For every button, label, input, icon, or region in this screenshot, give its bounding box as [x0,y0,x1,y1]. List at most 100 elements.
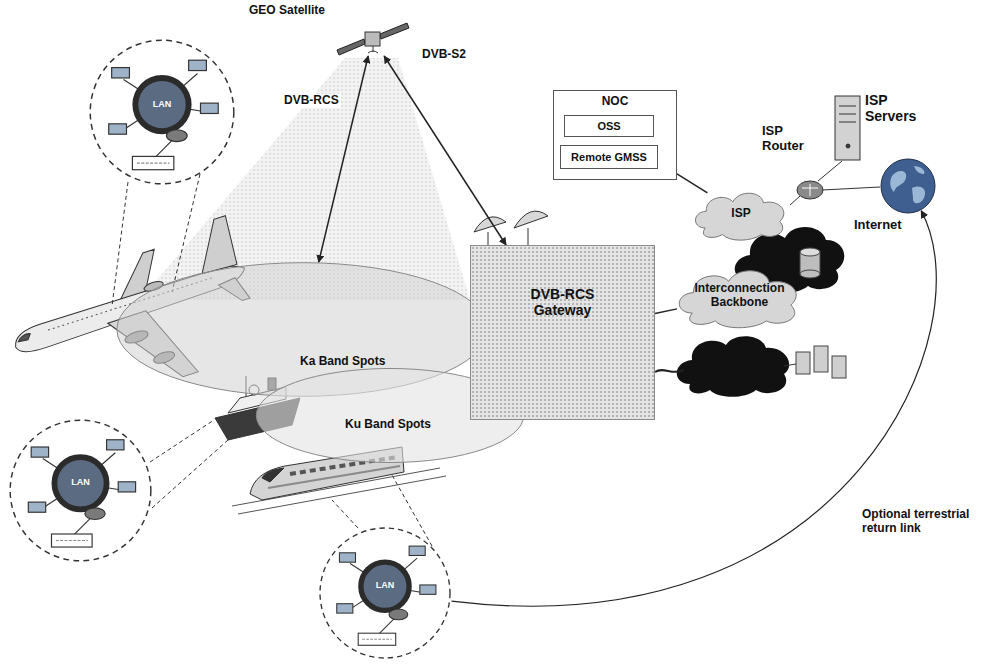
lan-circle-part-part [90,40,234,184]
lan-circle-part-part [350,558,425,636]
internet-globe: Internet [880,158,936,214]
server-icons-part [814,346,828,372]
satellite-node-part-part [337,39,365,55]
lan-circle-part-part [10,420,151,561]
satellite-node-part [335,20,410,56]
lan-circle-part-part [389,609,408,620]
oss-box: OSS [564,115,654,137]
isp-equipment-part [790,196,800,205]
lan-circle-part-part [132,156,173,169]
isp-cloud: ISP [690,186,792,242]
network-cloud [677,227,845,397]
lan-circle-part-part [166,130,187,142]
aircraft-part [187,216,240,276]
backhaul-link [655,370,684,372]
lan-circle-part-part [337,546,436,613]
isp-equipment-part [802,184,818,196]
connector [384,56,506,245]
node-text: GEO Satellite [249,4,325,18]
node-text: DVB-RCS Gateway [518,286,608,318]
node-text: OSS [597,120,620,133]
connector [452,211,937,606]
database-icon-part [800,248,820,256]
satellite-node-part-part [380,23,409,39]
isp-equipment-part [797,181,823,199]
noc-box: NOC OSS Remote GMSS [553,90,677,180]
lan-circle-part-part-part [109,124,127,134]
isp-equipment-part [822,187,880,190]
lan-circle-part-part-part [118,482,135,492]
lan-circle: LAN [318,526,452,660]
isp-cloud-part-part [695,193,783,240]
lan-circle: LAN [88,38,236,186]
lan-circle-part-part-part [420,585,436,594]
lan-circle-part [88,38,236,186]
leader-lines-part [150,420,214,462]
router-label: ISP Router [762,124,814,154]
lan-circle-part-part [124,74,207,160]
gateway-antennas-part [488,232,489,245]
connector [655,309,677,314]
lan-circle: LAN [8,418,153,563]
gateway-antennas [474,211,548,245]
backbone-cloud-part-part [679,271,796,328]
lan-circle-part-part-part [409,546,425,555]
lan-circle-part-part-part [107,440,124,450]
lan-circle-part-part-part [31,447,48,457]
isp-equipment-part [839,122,856,123]
server-icons-part [784,364,796,366]
lan-circle-part-part-part [112,68,130,78]
link-label: Optional terrestrial return link [860,508,992,536]
lan-circle-part-part [320,528,450,658]
leader-lines-part [332,500,358,528]
lan-circle-part-part [43,453,124,537]
connector [677,174,707,193]
server-label: ISP Servers [865,92,929,124]
backbone-cloud: Interconnection Backbone [672,262,807,330]
aircraft-part [17,333,32,343]
lan-circle-part [318,526,452,660]
link-label: DVB-S2 [420,48,468,62]
satellite-node: GEO Satellite [335,20,410,56]
lan-circle-part-part-part [200,103,218,113]
internet-globe-part-part [881,159,935,213]
node-text: NOC [554,95,676,109]
lan-circle-part-part [137,162,170,163]
isp-equipment-part [839,106,856,107]
server-icons-part [832,356,846,378]
lan-circle-part-part-part [189,60,207,70]
satellite-node-part-part [368,46,378,53]
satellite-node-part-part [365,32,380,46]
node-text: Internet [854,218,902,233]
isp-equipment-part [846,144,850,148]
link-label: DVB-RCS [282,94,341,108]
lan-circle-part-part-part [337,604,353,613]
gateway-antennas-part [514,211,548,228]
lan-circle-part-part [358,633,396,645]
node-text: Remote GMSS [571,151,647,164]
train-part [268,466,400,488]
node-text: Interconnection Backbone [685,282,795,310]
lan-circle-part-part [52,534,93,547]
isp-equipment-part [839,114,856,115]
database-icon [800,248,820,278]
server-icons-part [796,352,810,374]
internet-globe-part-part [890,171,906,192]
connector [319,56,369,262]
internet-globe-part-part [912,186,925,203]
lan-circle-part-part [362,639,391,640]
gmss-box: Remote GMSS [560,145,658,169]
train-part [262,468,284,482]
internet-globe-part [880,158,936,214]
gateway-antennas-part [528,228,529,245]
gateway-box: DVB-RCS Gateway [470,245,655,420]
node-text: ISP [731,207,750,221]
lan-circle-part-part-part [28,502,45,512]
node-text: Ku Band Spots [345,418,431,432]
internet-globe-part-part [914,166,924,174]
leader-lines-part [152,440,228,508]
network-cloud-part [677,336,789,396]
lan-circle-part-part [85,508,105,520]
leader-lines-part [112,182,128,306]
lan-circle-part [8,418,153,563]
